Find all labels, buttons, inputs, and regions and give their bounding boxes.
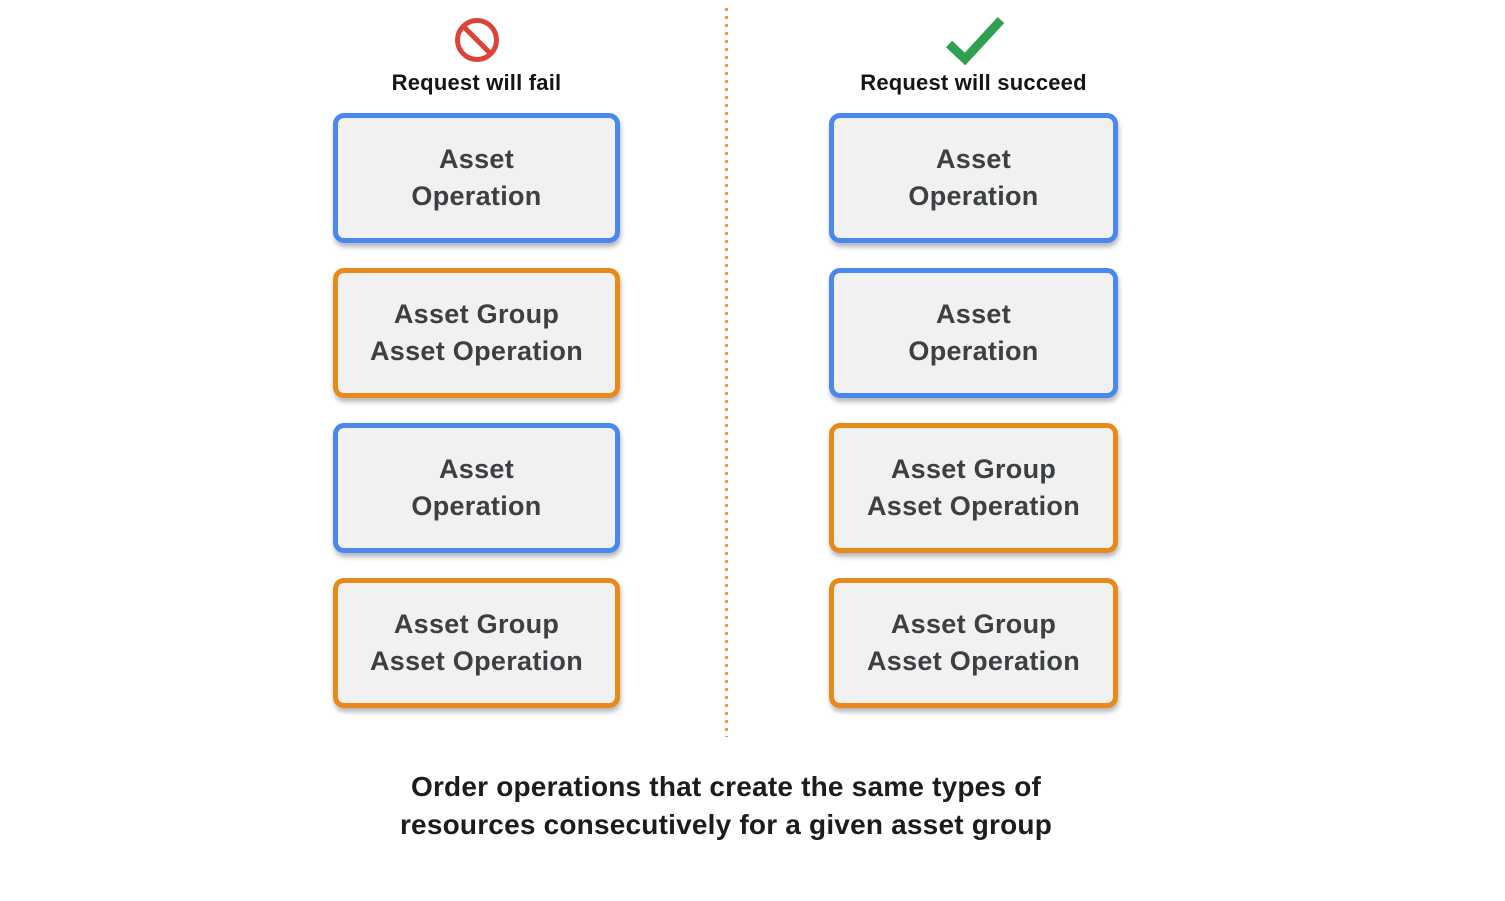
operation-box: Asset Group Asset Operation [829,423,1118,553]
column-divider [725,8,728,737]
caption: Order operations that create the same ty… [399,771,1053,840]
operation-box-label: Asset Group Asset Operation [866,454,1081,521]
operation-box: Asset Operation [829,113,1118,243]
succeed-column-title: Request will succeed [860,70,1087,95]
operation-box-label: Asset Group Asset Operation [866,609,1081,676]
operation-box-label: Asset Operation [908,144,1039,211]
operation-box-label: Asset Operation [411,144,542,211]
operation-box-label: Asset Group Asset Operation [369,609,584,676]
fail-column-title: Request will fail [391,70,562,95]
prohibition-icon [453,15,501,65]
fail-column: Request will fail Asset Operation Asset … [333,15,620,708]
operation-box: Asset Group Asset Operation [829,578,1118,708]
operation-box: Asset Operation [829,268,1118,398]
operation-box-label: Asset Operation [908,299,1039,366]
operation-box: Asset Group Asset Operation [333,268,620,398]
operation-box: Asset Operation [333,423,620,553]
operation-box: Asset Group Asset Operation [333,578,620,708]
checkmark-icon [941,15,1007,65]
operation-box-label: Asset Operation [411,454,542,521]
operation-box-label: Asset Group Asset Operation [369,299,584,366]
succeed-column: Request will succeed Asset Operation Ass… [829,15,1118,708]
operation-box: Asset Operation [333,113,620,243]
